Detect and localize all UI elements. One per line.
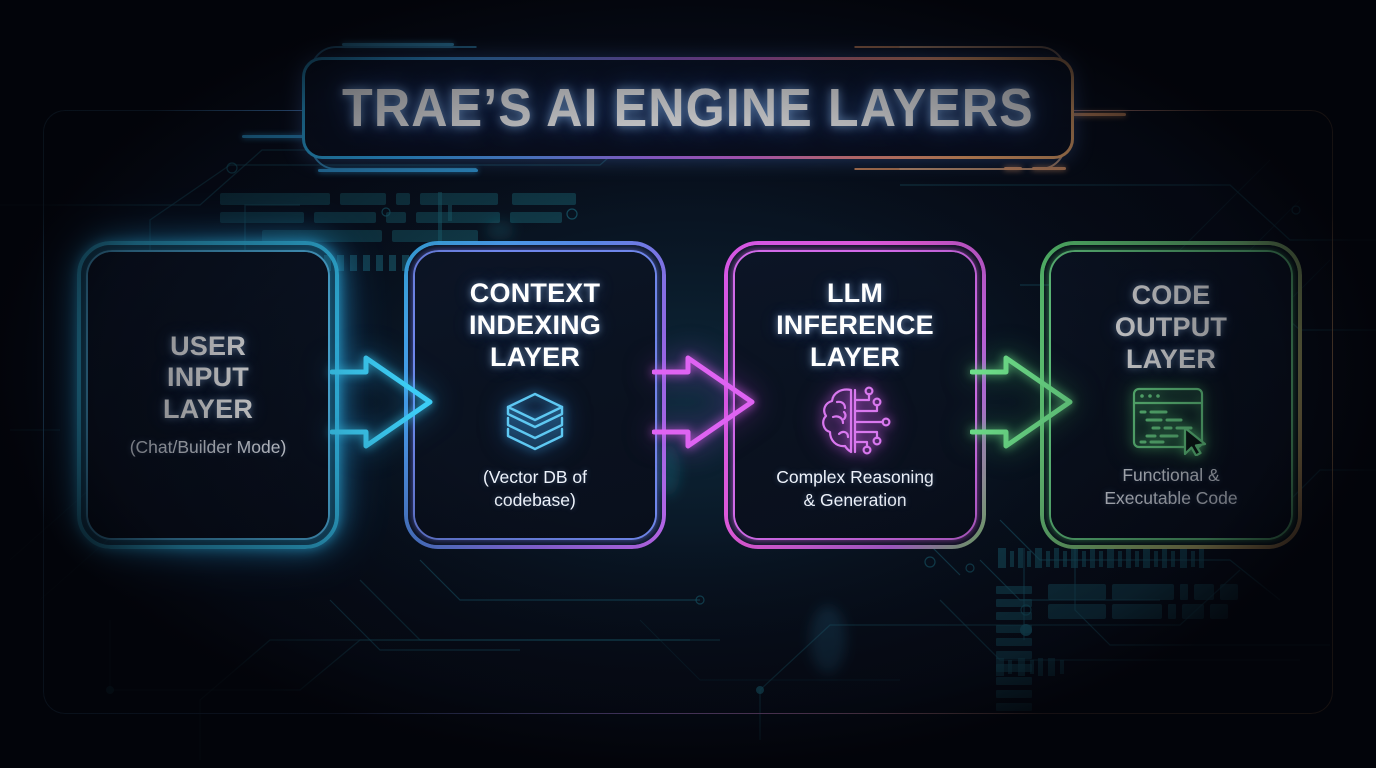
page-title: TRAE’S AI ENGINE LAYERS [342, 78, 1034, 138]
layer-card-context-indexing[interactable]: CONTEXT INDEXING LAYER (Vector DB of cod… [408, 245, 662, 545]
card-title-line: INDEXING [468, 309, 602, 340]
title-box: TRAE’S AI ENGINE LAYERS [302, 57, 1074, 159]
card-title-line: LAYER [489, 341, 581, 372]
title-accent-tick-bottom [318, 169, 478, 172]
title-accent-tick-right-lower2 [1004, 167, 1022, 170]
card-subtitle-line: Executable Code [1104, 487, 1238, 508]
layer-card-user-input[interactable]: USER INPUT LAYER (Chat/Builder Mode) [77, 241, 339, 549]
card-title-line: USER [170, 330, 246, 361]
arrow-llm-to-code [969, 352, 1074, 452]
card-title-line: LLM [826, 277, 884, 308]
card-subtitle-line: & Generation [803, 489, 907, 510]
card-title-line: INPUT [167, 362, 249, 393]
card-title-line: LAYER [1125, 343, 1217, 374]
layer-card-llm-inference[interactable]: LLM INFERENCE LAYER [728, 245, 982, 545]
layered-stack-icon [498, 384, 572, 458]
card-title-line: INFERENCE [776, 309, 934, 340]
arrow-user-to-context [329, 352, 434, 452]
card-subtitle-line: Complex Reasoning [776, 466, 934, 487]
card-subtitle-line: Functional & [1122, 464, 1220, 485]
arrow-context-to-llm [651, 352, 756, 452]
card-title-line: LAYER [809, 341, 901, 372]
card-title-line: LAYER [162, 394, 254, 425]
title-accent-tick-left [242, 135, 306, 138]
card-title-line: CONTEXT [469, 277, 601, 308]
title-accent-tick-top [342, 43, 454, 46]
card-subtitle-line: (Vector DB of [482, 466, 588, 487]
brain-circuit-icon [815, 382, 895, 458]
card-title-line: OUTPUT [1114, 311, 1228, 342]
layer-card-code-output[interactable]: CODE OUTPUT LAYER [1044, 245, 1298, 545]
card-subtitle-line: (Chat/Builder Mode) [129, 437, 287, 458]
title-accent-tick-right-lower [1032, 167, 1066, 170]
code-window-cursor-icon [1129, 384, 1213, 456]
card-title-line: CODE [1131, 279, 1211, 310]
card-subtitle-line: codebase) [494, 489, 576, 510]
title-plate: TRAE’S AI ENGINE LAYERS [242, 43, 1126, 172]
title-accent-tick-right [1070, 113, 1126, 116]
